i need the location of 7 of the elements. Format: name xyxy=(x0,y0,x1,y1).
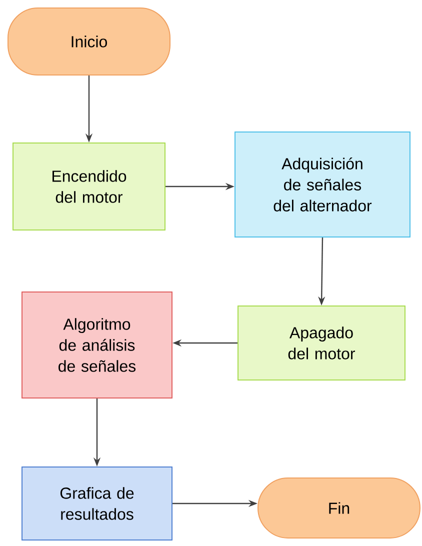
process-box: Apagado del motor xyxy=(238,306,406,380)
process-box: Encendido del motor xyxy=(12,142,166,230)
end-terminal: Fin xyxy=(258,478,420,538)
process-box: Adquisición de señales del alternador xyxy=(234,132,410,238)
start-terminal: Inicio xyxy=(8,8,170,76)
process-box: Grafica de resultados xyxy=(22,466,172,540)
process-box: Algoritmo de análisis de señales xyxy=(22,292,172,398)
